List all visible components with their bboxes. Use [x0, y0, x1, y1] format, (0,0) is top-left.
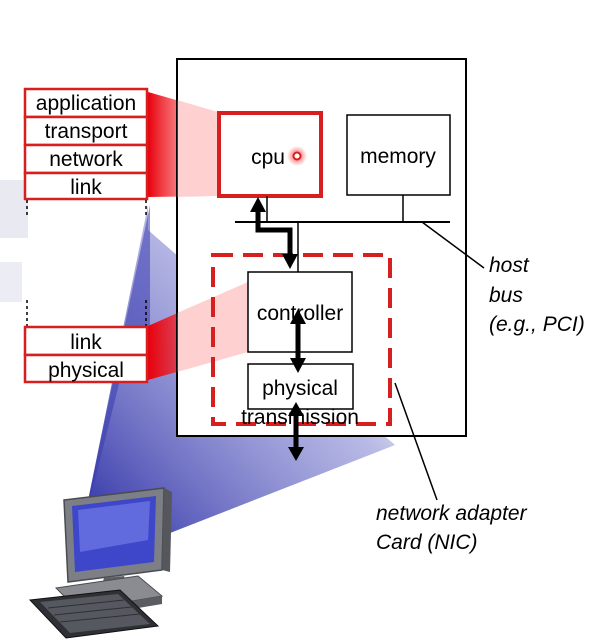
stack-layer-application: application	[36, 92, 136, 115]
stack-layer-network: network	[49, 148, 123, 171]
stack-layer-box	[23, 325, 149, 357]
transmission-label: transmission	[241, 406, 359, 429]
arrowhead-down-icon	[282, 254, 298, 269]
keyboard-row	[53, 606, 133, 616]
cpu-adapter-link	[255, 208, 293, 258]
stack-layer-box	[23, 353, 149, 384]
stack-layer-transport: transport	[45, 120, 128, 143]
monitor-screen-shine	[78, 501, 150, 552]
host-bus-annotation-line1: host	[489, 254, 530, 277]
red-beam-host-overlay	[177, 100, 218, 197]
stack-layer-link: link	[70, 331, 102, 354]
arrowhead-up-icon	[250, 197, 266, 212]
nic-annotation-line1: network adapter	[376, 502, 528, 525]
host-protocol-stack: application transport network link	[23, 87, 149, 218]
host-bus-annotation-line2: bus	[489, 284, 523, 307]
memory-box	[346, 114, 451, 196]
keyboard-row	[47, 599, 125, 609]
stack-layer-link: link	[70, 176, 102, 199]
physical-label: physical	[262, 377, 338, 400]
keyboard-keys	[40, 594, 150, 633]
cpu-label: cpu	[251, 146, 285, 169]
ghost-mark	[0, 180, 28, 238]
ghost-mark	[0, 262, 22, 302]
memory-label: memory	[360, 145, 436, 168]
stack-layer-box	[23, 171, 149, 201]
cpu-indicator-icon	[292, 151, 302, 161]
arrowhead-down-icon	[288, 447, 304, 461]
keyboard-row	[59, 613, 141, 623]
host-bus-annotation-line3: (e.g., PCI)	[489, 313, 585, 336]
nic-dashed-box	[211, 253, 392, 426]
stack-layer-physical: physical	[48, 359, 124, 382]
nic-annotation-line2: Card (NIC)	[376, 531, 478, 554]
arrowhead-up-icon	[288, 402, 304, 416]
monitor-bezel-side	[162, 488, 172, 572]
host-bus-pointer	[421, 221, 485, 269]
arrowhead-down-icon	[290, 358, 306, 373]
arrowhead-up-icon	[290, 309, 306, 324]
computer-icon	[28, 487, 172, 639]
adapter-protocol-stack: link physical	[23, 300, 149, 384]
nic-pointer	[394, 382, 438, 501]
